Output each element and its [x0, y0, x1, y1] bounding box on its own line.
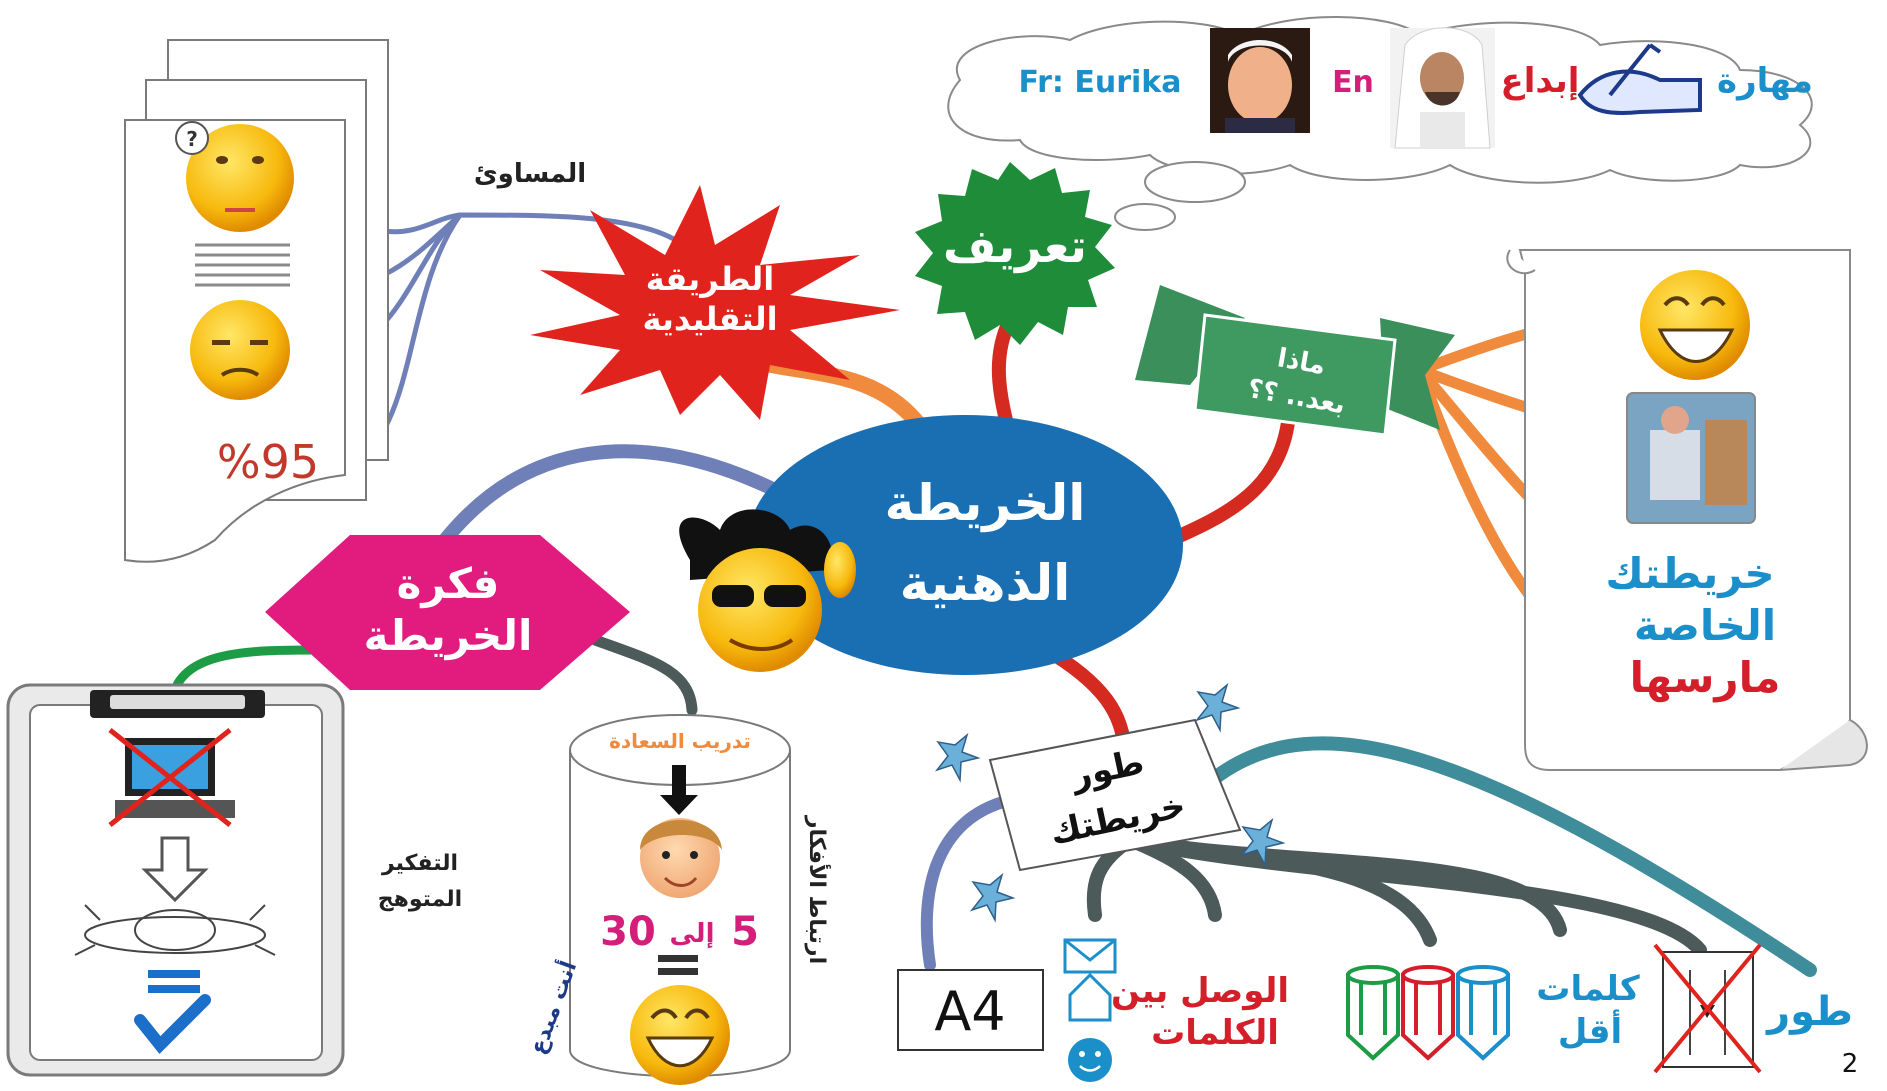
house-icon — [1068, 972, 1112, 1022]
percent-label: %95 — [217, 435, 319, 489]
confused-smiley-icon: ? — [175, 121, 294, 232]
banner-tail-right — [1380, 318, 1455, 430]
scroll-line1: خريطتك — [1605, 549, 1774, 599]
corner-star-icons — [934, 682, 1286, 923]
happiness-cylinder: تدريب السعادة 30 إلى 5 — [569, 714, 791, 1085]
cloud-word-ibdaa: إبداع — [1501, 61, 1580, 101]
banner-body — [1193, 313, 1397, 437]
scroll-line2: الخاصة — [1634, 601, 1776, 650]
links-label: ارتباط الأفكار — [804, 815, 832, 964]
your-map-scroll: خريطتك الخاصة مارسها — [1506, 249, 1868, 771]
a4-paper: A4 — [897, 969, 1044, 1051]
portrait-gulf-man — [1390, 27, 1495, 149]
fewer-line2: أقل — [1558, 1009, 1622, 1052]
svg-text:?: ? — [186, 127, 198, 151]
branch-develop-to-develop-word — [1193, 736, 1817, 977]
page-number: 2 — [1842, 1049, 1859, 1079]
crossed-box-icon — [1653, 943, 1762, 1074]
traditional-label-line1: الطريقة — [646, 260, 775, 298]
radiant-line2: المتوهج — [378, 887, 462, 912]
center-line1: الخريطة — [885, 474, 1086, 533]
portrait-western-man — [1210, 28, 1310, 133]
definition-starburst — [915, 162, 1115, 345]
bored-smiley-icon — [190, 300, 290, 400]
scroll-line3: مارسها — [1630, 653, 1781, 703]
radiant-line1: التفكير — [381, 851, 458, 876]
flaws-label: المساوئ — [474, 159, 586, 189]
center-line2: الذهنية — [900, 554, 1071, 612]
number-to-word: إلى — [670, 919, 715, 949]
idea-hexagon — [265, 535, 630, 690]
branch-idea-to-cylinder — [589, 634, 698, 716]
center-node[interactable]: الخريطة الذهنية — [747, 415, 1183, 675]
branch-develop-to-crossed — [1123, 833, 1707, 957]
down-arrow-icon — [141, 836, 209, 903]
idea-node[interactable]: فكرة الخريطة — [265, 535, 630, 690]
develop-word: طور — [1765, 989, 1853, 1035]
colored-pencils-icon — [1346, 965, 1510, 1061]
radiant-thinking-clipboard — [6, 683, 345, 1077]
a4-label: A4 — [934, 980, 1005, 1043]
branch-center-to-idea — [423, 444, 782, 567]
what-next-node[interactable]: ماذا بعد.. ؟؟ — [1135, 285, 1455, 437]
develop-node[interactable]: طور خريطتك — [934, 682, 1286, 923]
cool-smiley-icon — [679, 509, 856, 672]
idea-line2: الخريطة — [364, 611, 533, 661]
idea-line1: فكرة — [397, 559, 500, 609]
checkmark-icon — [134, 994, 211, 1054]
cloud-bubble-1 — [1144, 161, 1246, 203]
branch-develop-to-a4 — [920, 794, 1016, 971]
down-arrow-black-icon — [660, 765, 698, 815]
number-from: 30 — [600, 909, 656, 955]
happiness-training: تدريب السعادة — [609, 729, 751, 753]
laughing-smiley-small-icon — [630, 985, 730, 1085]
smiley-blue-icon — [1068, 1038, 1112, 1082]
banner-tail-left — [1135, 285, 1245, 385]
center-ellipse — [747, 415, 1183, 675]
cloud-word-maharah: مهارة — [1717, 61, 1813, 101]
laughing-smiley-icon — [1640, 270, 1750, 380]
equals-icon — [148, 970, 200, 993]
writing-hand-icon — [1577, 43, 1702, 116]
develop-card — [988, 718, 1242, 872]
traditional-starburst — [530, 185, 900, 420]
definition-node[interactable]: تعريف — [915, 162, 1115, 345]
envelope-icon — [1063, 938, 1117, 974]
fewer-line1: كلمات — [1536, 969, 1640, 1009]
computer-crossed-icon — [108, 728, 235, 827]
definition-label: تعريف — [943, 219, 1087, 273]
traditional-label-line2: التقليدية — [642, 300, 777, 338]
boy-face-icon — [640, 818, 722, 898]
text-lines-icon — [195, 243, 290, 287]
radiant-arrows-icon — [74, 904, 276, 956]
traditional-node[interactable]: الطريقة التقليدية — [530, 185, 900, 420]
number-to: 5 — [731, 909, 759, 955]
equals-black-icon — [658, 955, 698, 975]
cloud-fr-label: Fr: Eurika — [1019, 65, 1182, 100]
traditional-pages: ? %95 — [124, 39, 389, 563]
definition-cloud: Fr: Eurika En إبداع مهارة — [947, 16, 1813, 231]
cloud-en-label: En — [1332, 65, 1374, 100]
study-photo-icon — [1626, 392, 1756, 524]
cloud-bubble-2 — [1114, 203, 1176, 231]
linking-line2: الكلمات — [1151, 1013, 1279, 1053]
linking-line1: الوصل بين — [1111, 971, 1289, 1011]
